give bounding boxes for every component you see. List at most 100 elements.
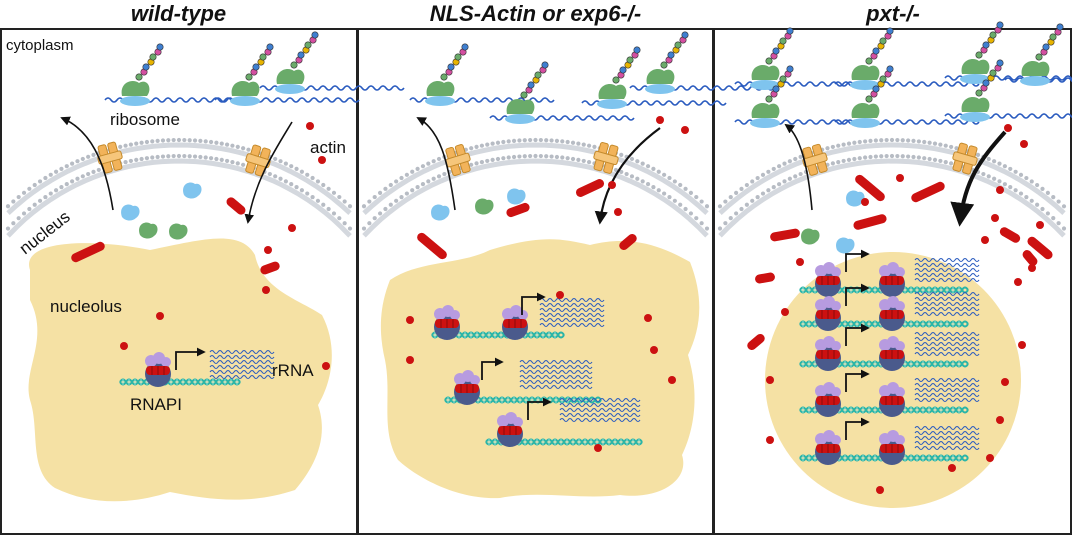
membrane-lipid [299,188,305,193]
actin-monomer [406,316,414,324]
ribosome-large-subunit [646,68,675,84]
rrna-transcript [209,374,275,380]
membrane-lipid [766,188,771,193]
membrane-lipid [1056,221,1061,226]
nascent-peptide-bead [996,21,1004,29]
nascent-peptide-bead [779,37,787,45]
membrane-lipid [118,144,123,150]
membrane-lipid [32,182,37,188]
membrane-lipid [377,190,383,195]
nascent-peptide-bead [1042,43,1050,51]
membrane-lipid [294,166,299,171]
actin-monomer [991,214,999,222]
rrna-transcript [519,359,593,365]
membrane-lipid [911,138,916,144]
membrane-lipid [469,162,474,167]
membrane-lipid [192,138,198,143]
ribosome-subunit-free [801,228,820,245]
rrna-transcript [914,331,980,337]
transport-arrow [950,130,1007,227]
ribosome-small-subunit [960,74,990,84]
translating-ribosome [734,27,880,90]
membrane-lipid [160,138,166,143]
rrna-transcript [209,349,275,355]
nucleolus-region [28,238,332,502]
membrane-lipid [889,153,895,159]
membrane-lipid [91,169,96,175]
membrane-lipid [841,142,846,147]
nascent-peptide-bead [989,69,997,77]
nuclear-pore [445,144,471,177]
membrane-lipid [672,198,677,203]
nascent-peptide-bead [156,43,164,51]
membrane-lipid [224,158,230,164]
membrane-lipid [565,156,570,161]
membrane-lipid [394,198,399,203]
nascent-peptide-bead [975,89,983,97]
membrane-lipid [868,154,873,160]
membrane-lipid [139,156,144,162]
membrane-lipid [150,139,155,144]
membrane-lipid [495,140,501,145]
membrane-lipid [717,204,723,209]
actin-filament [747,333,765,351]
membrane-lipid [739,186,744,191]
membrane-lipid [992,159,997,164]
membrane-lipid [75,159,80,164]
membrane-lipid [1013,188,1018,193]
actin-monomer [986,454,994,462]
membrane-lipid [586,159,592,165]
rrna-transcript [914,351,980,357]
membrane-lipid [798,154,803,159]
nascent-peptide-bead [989,31,997,39]
membrane-lipid [70,161,75,166]
rrna-transcript [914,377,980,383]
membrane-lipid [415,166,420,171]
membrane-lipid [230,143,235,148]
membrane-core [718,142,1066,215]
nascent-peptide-bead [266,43,274,51]
nascent-peptide-bead [619,66,627,74]
polymerase-subunit [831,435,841,445]
rrna-transcript [559,402,641,408]
membrane-lipid [1008,185,1013,190]
membrane-lipid [986,156,991,162]
rrna-transcript [539,322,605,328]
membrane-lipid [337,216,342,221]
transcription-start-arrow [845,369,870,392]
membrane-lipid [656,169,661,174]
membrane-lipid [1056,199,1061,204]
rrna-transcript [914,392,980,398]
rrna-transcript [539,297,605,303]
membrane-lipid [326,206,331,212]
membrane-lipid [166,154,171,159]
membrane-lipid [420,164,426,169]
membrane-lipid [241,146,246,151]
nascent-peptide-bead [1056,23,1064,31]
membrane-lipid [128,158,134,164]
ribosome-subunit-free [121,204,140,221]
membrane-lipid [916,155,921,160]
membrane-lipid [21,190,27,195]
rrna-transcript [914,291,980,297]
membrane-lipid [852,156,857,162]
actin-filament [506,202,530,218]
nascent-peptide-bead [786,65,794,73]
membrane-lipid [426,179,431,184]
membrane-lipid [997,161,1002,166]
ribosome-large-subunit [598,83,627,99]
membrane-lipid [21,211,27,216]
membrane-lipid [688,190,694,195]
transcription-start-arrow [845,417,870,440]
membrane-lipid [640,161,645,166]
membrane-lipid [651,166,656,171]
nascent-peptide-bead [520,91,528,99]
membrane-lipid [203,155,208,160]
membrane-lipid [86,154,91,159]
membrane-lipid [1013,169,1018,174]
membrane-lipid [992,176,997,181]
membrane-lipid [750,179,755,184]
membrane-lipid [744,182,749,188]
actin-monomer [262,286,270,294]
membrane-lipid [728,194,733,200]
